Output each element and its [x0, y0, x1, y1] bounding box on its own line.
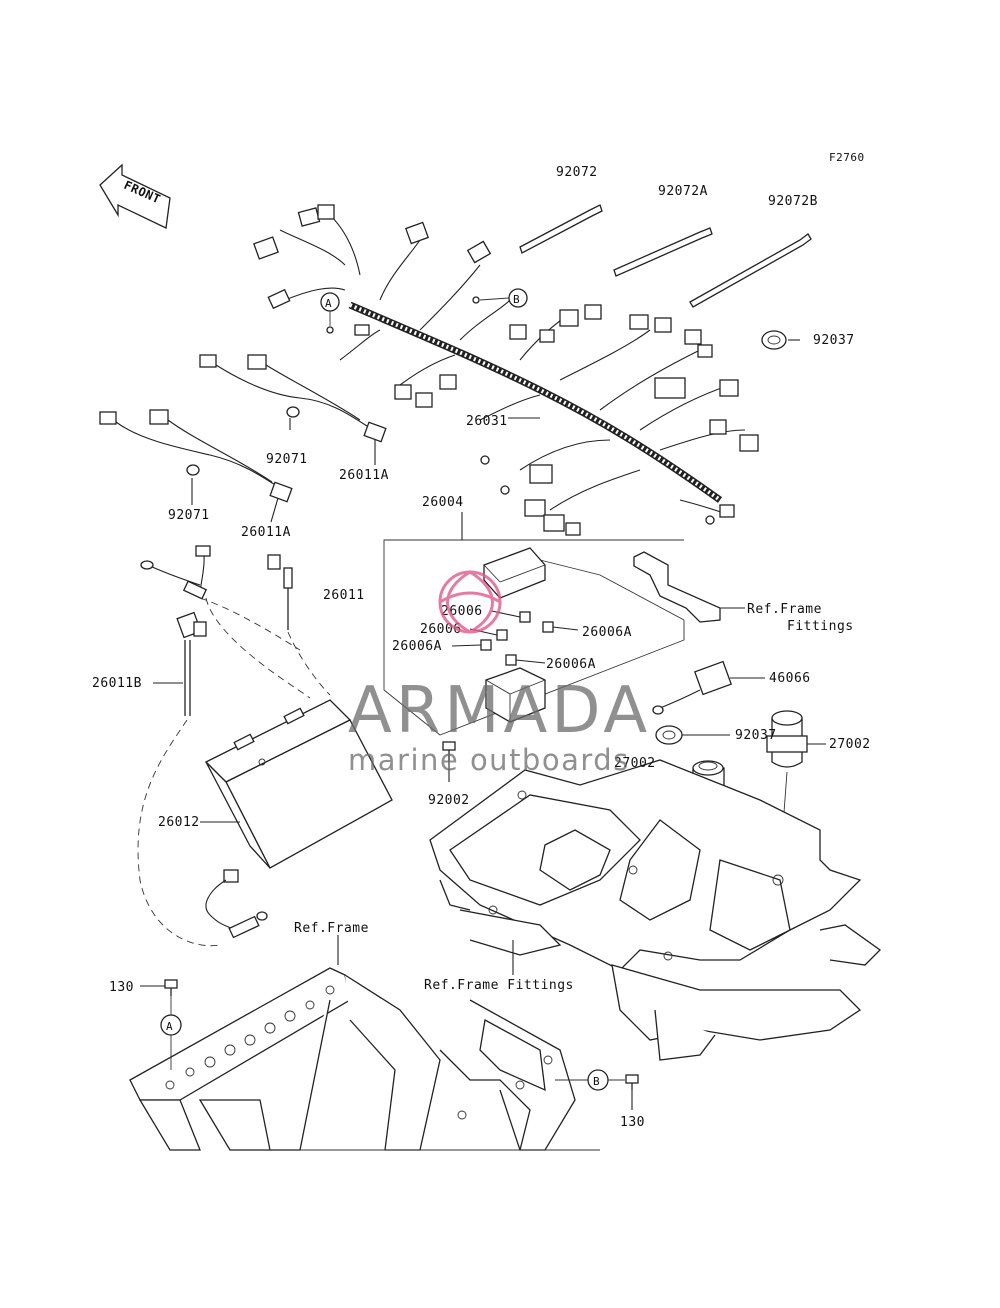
- armada-logo-icon: [438, 570, 502, 634]
- frame-fittings-tray: [429, 759, 882, 1061]
- label-26011B: 26011B: [92, 676, 142, 691]
- bolt-130-right: [625, 1074, 639, 1110]
- label-92037-top: 92037: [813, 333, 855, 348]
- cable-tie-92072A: [613, 227, 713, 277]
- battery-lead-26011B: [153, 611, 207, 716]
- clamp-92037-top: [761, 330, 787, 350]
- label-ref-frame-fittings-2: Ref.Frame Fittings: [424, 978, 574, 993]
- callout-b-upper-label: B: [513, 293, 520, 306]
- label-ref-frame: Ref.Frame: [294, 921, 369, 936]
- callout-b-lower-label: B: [593, 1075, 600, 1088]
- label-26011A-a: 26011A: [339, 468, 389, 483]
- cable-tie-92072B: [689, 233, 812, 308]
- main-frame: [129, 935, 600, 1151]
- label-ref-frame-fittings-1a: Ref.Frame: [747, 602, 822, 617]
- label-92071-a: 92071: [266, 452, 308, 467]
- label-46066: 46066: [769, 671, 811, 686]
- label-26006A-a: 26006A: [582, 625, 632, 640]
- label-27002-a: 27002: [829, 737, 871, 752]
- main-harness-26031: [253, 204, 759, 536]
- bolt-92002: [442, 741, 456, 782]
- cable-tie-92072: [519, 204, 603, 254]
- battery-lead-26011: [140, 545, 293, 630]
- label-130-a: 130: [109, 980, 134, 995]
- label-26011: 26011: [323, 588, 365, 603]
- clamp-92037-mid: [655, 725, 730, 745]
- relay-46066: [652, 660, 765, 715]
- callout-a-lower: A: [160, 995, 182, 1070]
- label-130-b: 130: [620, 1115, 645, 1130]
- label-92072A: 92072A: [658, 184, 708, 199]
- label-92072B: 92072B: [768, 194, 818, 209]
- label-ref-frame-fittings-1b: Fittings: [787, 619, 854, 634]
- callout-a-upper-label: A: [325, 297, 332, 310]
- sub-harness-26011A-lower: [99, 409, 293, 503]
- label-92071-b: 92071: [168, 508, 210, 523]
- callout-b-upper: B: [479, 288, 528, 308]
- socket-27002-right: [766, 710, 826, 881]
- fuse-box-group-26004: [383, 539, 685, 736]
- battery-26012: [200, 699, 393, 869]
- callout-a-lower-label: A: [166, 1020, 173, 1033]
- bolt-130-left: [140, 979, 178, 996]
- callout-b-lower: B: [555, 1069, 625, 1091]
- label-92072: 92072: [556, 165, 598, 180]
- label-26011A-b: 26011A: [241, 525, 291, 540]
- label-26006A-c: 26006A: [546, 657, 596, 672]
- front-arrow-icon: FRONT: [99, 163, 171, 229]
- label-26031: 26031: [466, 414, 508, 429]
- label-27002-b: 27002: [614, 756, 656, 771]
- label-26004: 26004: [422, 495, 464, 510]
- label-92002: 92002: [428, 793, 470, 808]
- battery-lead-ground: [205, 869, 268, 939]
- sub-harness-26011A-upper: [199, 354, 387, 443]
- label-26006A-b: 26006A: [392, 639, 442, 654]
- label-26012: 26012: [158, 815, 200, 830]
- watermark-brand: ARMADA: [348, 674, 651, 748]
- callout-a-upper: A: [320, 292, 340, 326]
- figure-code: F2760: [829, 151, 865, 164]
- bracket-ref-frame-fittings-upper: [633, 551, 745, 623]
- label-92037-mid: 92037: [735, 728, 777, 743]
- watermark-tagline: marine outboards: [348, 743, 630, 777]
